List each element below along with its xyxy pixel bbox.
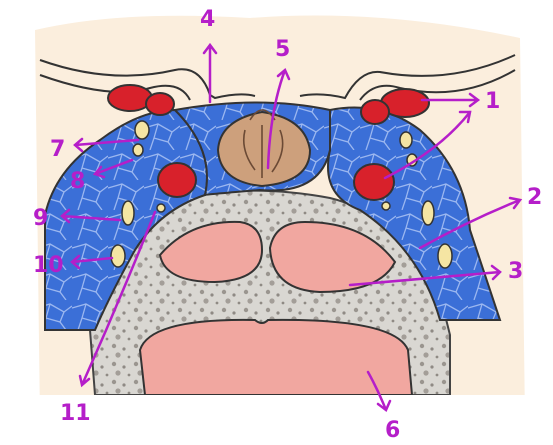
abducens-nerve-left bbox=[157, 204, 165, 212]
label-11: 11 bbox=[60, 401, 91, 426]
nasopharynx bbox=[140, 320, 412, 395]
ophthalmic-nerve-right bbox=[422, 201, 434, 225]
label-6: 6 bbox=[385, 418, 400, 443]
oculomotor-nerve-right bbox=[400, 132, 412, 148]
ophthalmic-artery-left bbox=[146, 93, 174, 115]
label-8: 8 bbox=[70, 169, 85, 194]
label-3: 3 bbox=[508, 259, 523, 284]
label-2: 2 bbox=[527, 185, 542, 210]
maxillary-nerve-left bbox=[111, 245, 125, 267]
label-4: 4 bbox=[200, 7, 215, 32]
maxillary-nerve-right bbox=[438, 244, 452, 268]
label-7: 7 bbox=[50, 137, 65, 162]
label-10: 10 bbox=[33, 253, 64, 278]
abducens-nerve-right bbox=[382, 202, 390, 210]
label-5: 5 bbox=[275, 37, 290, 62]
ophthalmic-artery-right bbox=[361, 100, 389, 124]
label-1: 1 bbox=[485, 89, 500, 114]
internal-carotid-right bbox=[354, 164, 394, 200]
carotid-artery-superior-left bbox=[108, 85, 152, 111]
ophthalmic-nerve-left bbox=[122, 201, 134, 225]
label-9: 9 bbox=[33, 206, 48, 231]
trochlear-nerve-left bbox=[133, 144, 143, 156]
oculomotor-nerve-left bbox=[135, 121, 149, 139]
internal-carotid-left bbox=[158, 163, 196, 197]
